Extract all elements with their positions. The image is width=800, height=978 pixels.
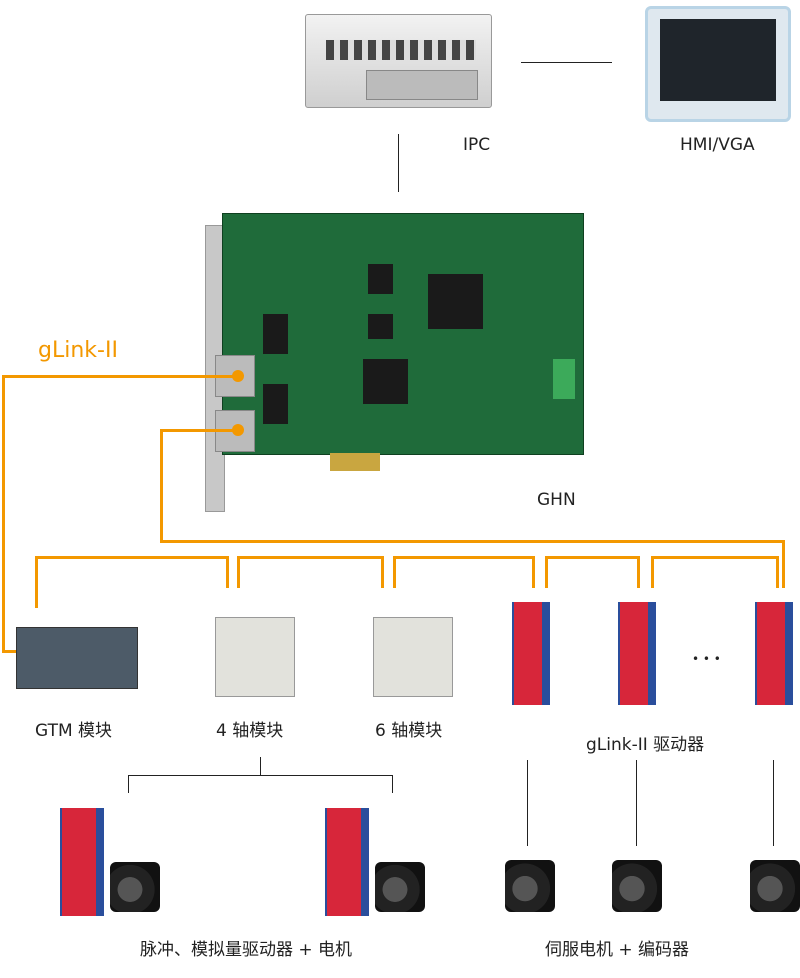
pulse-drives-label: 脉冲、模拟量驱动器 + 电机 xyxy=(140,940,353,960)
servo-label: 伺服电机 + 编码器 xyxy=(545,940,690,960)
ipc-ghn-line xyxy=(398,134,399,192)
axis4-label: 4 轴模块 xyxy=(216,721,284,741)
ghn-card-image xyxy=(222,213,584,455)
pulse-drive-image-1 xyxy=(60,808,104,916)
hmi-image xyxy=(645,6,791,122)
chain-drop-right-1 xyxy=(226,556,229,588)
ipc-hmi-line xyxy=(521,62,612,63)
glink-label: gLink-II xyxy=(38,338,118,363)
bracket-bar xyxy=(128,775,393,776)
axis6-label: 6 轴模块 xyxy=(375,721,443,741)
motor-image-1 xyxy=(110,862,160,912)
chain-segment-1 xyxy=(35,556,229,559)
chain-drop-left-2 xyxy=(237,556,240,588)
chain-drop-right-4 xyxy=(637,556,640,588)
chain-drop-left-5 xyxy=(651,556,654,588)
glink-line-b-v xyxy=(160,429,163,543)
glink-line-a-v xyxy=(2,375,5,652)
axis4-module-image xyxy=(215,617,295,697)
chain-drop-right-2 xyxy=(381,556,384,588)
chain-segment-4 xyxy=(545,556,640,559)
bracket-stem xyxy=(260,757,261,775)
glink-drive-image-3 xyxy=(755,602,793,705)
chain-drop-left-4 xyxy=(545,556,548,588)
glink-line-b-end xyxy=(782,540,785,588)
servo-motor-image-1 xyxy=(505,860,555,912)
chain-segment-3 xyxy=(393,556,535,559)
servo-motor-image-3 xyxy=(750,860,800,912)
hmi-label: HMI/VGA xyxy=(680,135,755,155)
chain-drop-right-3 xyxy=(532,556,535,588)
servo-line-3 xyxy=(773,760,774,846)
ghn-pcie-edge xyxy=(330,453,380,471)
motor-image-2 xyxy=(375,862,425,912)
glink-line-b-bus xyxy=(160,540,785,543)
glink-line-a-h xyxy=(2,375,238,378)
chain-drop-left-1 xyxy=(35,556,38,608)
ipc-label: IPC xyxy=(463,135,491,155)
ellipsis: • • • xyxy=(692,652,721,666)
gtm-label: GTM 模块 xyxy=(35,721,113,741)
ipc-image xyxy=(305,14,492,108)
bracket-left xyxy=(128,775,129,793)
chain-drop-right-5 xyxy=(776,556,779,588)
glink-drives-label: gLink-II 驱动器 xyxy=(586,735,705,755)
pulse-drive-image-2 xyxy=(325,808,369,916)
servo-line-2 xyxy=(636,760,637,846)
port-dot-1 xyxy=(232,370,244,382)
glink-line-a-gtm xyxy=(2,650,24,653)
glink-drive-image-1 xyxy=(512,602,550,705)
axis6-module-image xyxy=(373,617,453,697)
port-dot-2 xyxy=(232,424,244,436)
ghn-label: GHN xyxy=(537,490,576,510)
chain-segment-2 xyxy=(237,556,384,559)
chain-segment-5 xyxy=(651,556,779,559)
bracket-right xyxy=(392,775,393,793)
chain-drop-left-3 xyxy=(393,556,396,588)
glink-line-b-h xyxy=(160,429,238,432)
servo-motor-image-2 xyxy=(612,860,662,912)
glink-drive-image-2 xyxy=(618,602,656,705)
gtm-module-image xyxy=(16,627,138,689)
servo-line-1 xyxy=(527,760,528,846)
